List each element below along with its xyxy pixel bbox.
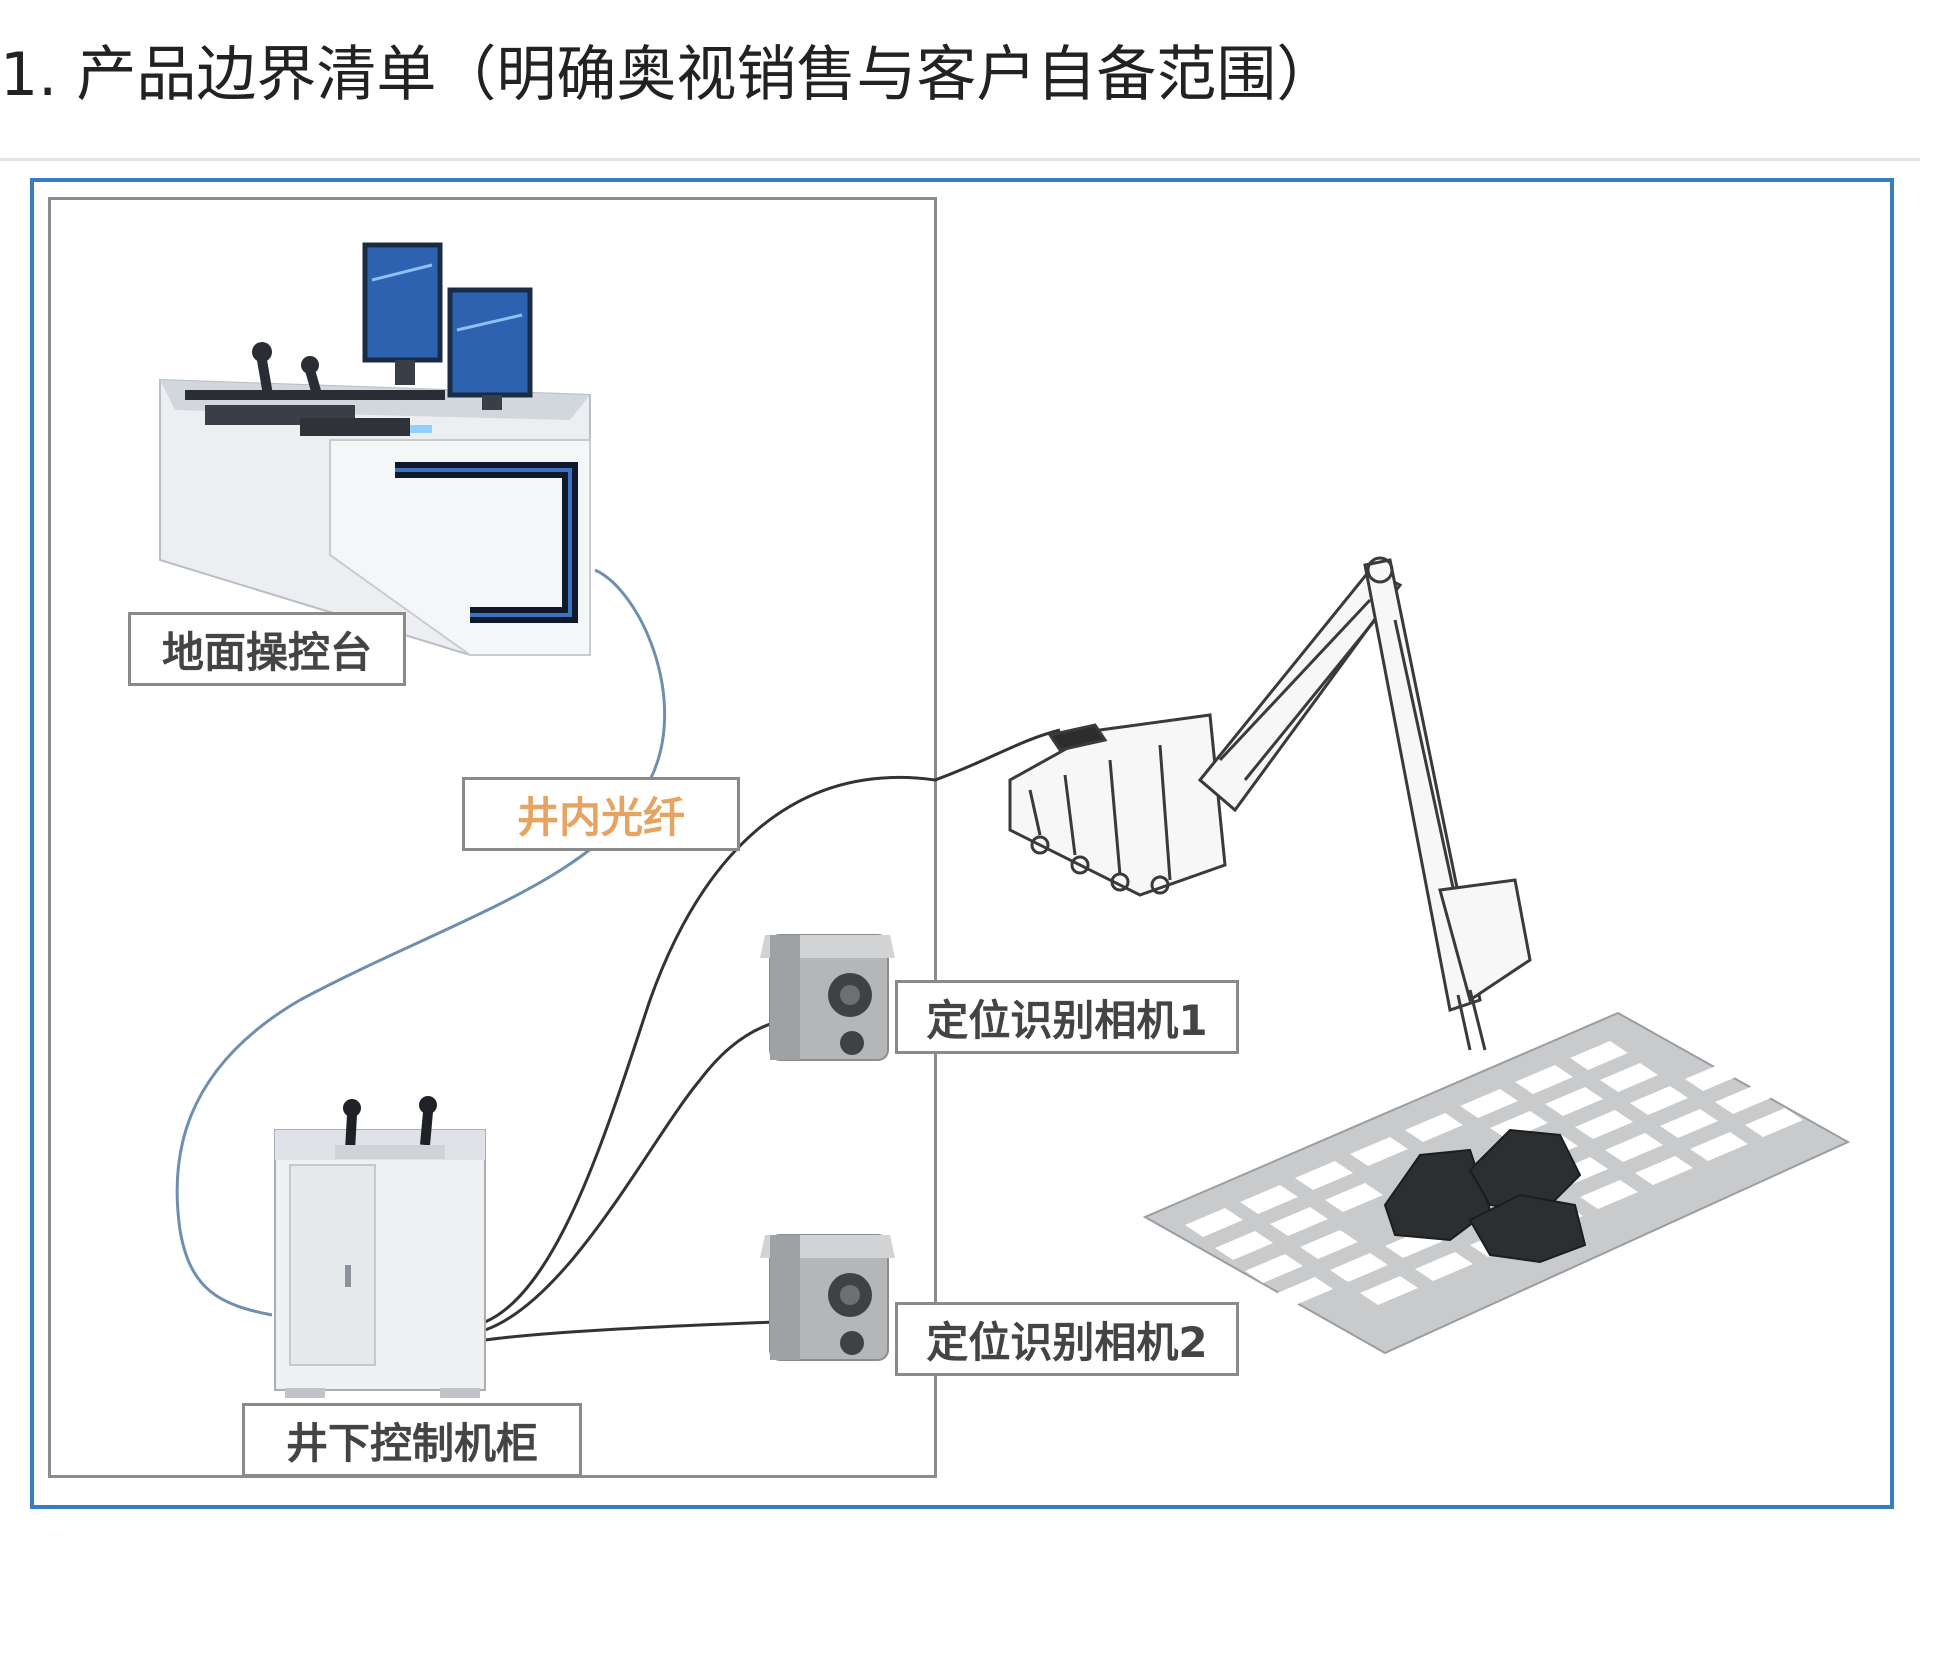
label-cabinet: 井下控制机柜 (242, 1403, 582, 1477)
page-heading: 1. 产品边界清单（明确奥视销售与客户自备范围） (0, 40, 1337, 110)
camera2-illustration (760, 1234, 895, 1361)
grizzly-grid-illustration (1142, 1011, 1851, 1355)
label-surface-console: 地面操控台 (128, 612, 406, 686)
cabinet-illustration (274, 1096, 486, 1398)
label-camera1: 定位识别相机1 (895, 980, 1239, 1054)
cable-to-camera1 (484, 1018, 786, 1332)
heading-divider (0, 158, 1920, 161)
label-fiber: 井内光纤 (462, 777, 740, 851)
cable-to-camera2 (484, 1320, 776, 1342)
rock-pile (1383, 1128, 1587, 1264)
rock-breaker-illustration (1008, 556, 1532, 1051)
camera1-illustration (760, 934, 895, 1061)
cable-to-hammer (484, 728, 1061, 1324)
diagram-frame (30, 178, 1894, 1509)
console-illustration (159, 242, 591, 657)
label-camera2: 定位识别相机2 (895, 1302, 1239, 1376)
fiber-cable (175, 568, 667, 1317)
